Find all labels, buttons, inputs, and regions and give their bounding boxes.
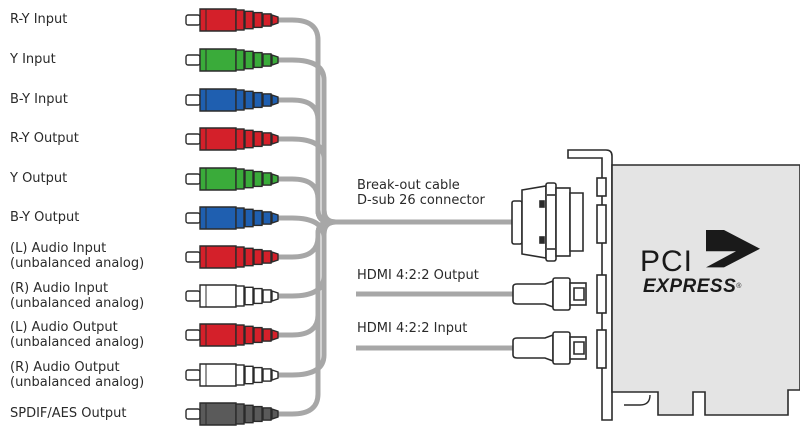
- rca-connector-11: [185, 402, 279, 426]
- connector-label-line: B-Y Input: [10, 92, 68, 107]
- express-logo-text: EXPRESS®: [643, 277, 742, 297]
- connector-label-8: (R) Audio Input(unbalanced analog): [10, 281, 144, 311]
- connector-label-5: Y Output: [10, 171, 67, 186]
- breakout-cable-bundle: [273, 17, 339, 417]
- connector-label-line: (L) Audio Input: [10, 241, 107, 256]
- connector-label-line: (R) Audio Output: [10, 360, 120, 375]
- hdmi-output-plug: [512, 277, 587, 311]
- rca-connector-10: [185, 363, 279, 387]
- dsub-26-connector: [511, 182, 584, 262]
- connector-label-line: R-Y Input: [10, 12, 68, 27]
- rca-connector-1: [185, 8, 279, 32]
- rca-connector-5: [185, 167, 279, 191]
- registered-mark: ®: [736, 283, 742, 290]
- connector-label-6: B-Y Output: [10, 210, 79, 225]
- breakout-cable-line-2: D-sub 26 connector: [357, 193, 485, 208]
- rca-connector-6: [185, 206, 279, 230]
- connector-label-line: (unbalanced analog): [10, 335, 145, 350]
- connector-label-line: B-Y Output: [10, 210, 80, 225]
- connector-label-line: R-Y Output: [10, 131, 79, 146]
- connector-label-4: R-Y Output: [10, 131, 79, 146]
- connector-label-9: (L) Audio Output(unbalanced analog): [10, 320, 144, 350]
- connector-label-line: (unbalanced analog): [10, 375, 145, 390]
- hdmi-output-label: HDMI 4:2:2 Output: [357, 268, 479, 283]
- rca-connector-3: [185, 88, 279, 112]
- connector-label-line: (R) Audio Input: [10, 281, 109, 296]
- connector-label-line: (unbalanced analog): [10, 296, 145, 311]
- pci-express-logo: PCI EXPRESS®: [640, 247, 780, 299]
- connector-label-11: SPDIF/AES Output: [10, 406, 126, 421]
- connector-label-1: R-Y Input: [10, 12, 67, 27]
- rca-connector-8: [185, 284, 279, 308]
- pci-express-chevron-icon: [706, 230, 760, 268]
- hdmi-input-plug: [512, 331, 587, 365]
- breakout-cable-label: Break-out cable D-sub 26 connector: [357, 178, 485, 208]
- express-word: EXPRESS: [643, 276, 737, 297]
- rca-connector-2: [185, 48, 279, 72]
- connector-label-line: SPDIF/AES Output: [10, 406, 127, 421]
- card-bracket: [567, 149, 613, 421]
- connector-label-line: Y Input: [10, 52, 56, 67]
- connector-label-line: Y Output: [10, 171, 68, 186]
- pcie-card: [611, 164, 800, 416]
- rca-connector-9: [185, 323, 279, 347]
- pci-logo-text: PCI: [640, 245, 694, 278]
- connector-label-line: (L) Audio Output: [10, 320, 118, 335]
- rca-connectors: [185, 8, 279, 426]
- breakout-cable-line-1: Break-out cable: [357, 178, 460, 193]
- connector-label-line: (unbalanced analog): [10, 256, 145, 271]
- rca-connector-4: [185, 127, 279, 151]
- connector-label-10: (R) Audio Output(unbalanced analog): [10, 360, 144, 390]
- rca-connector-7: [185, 245, 279, 269]
- connector-label-3: B-Y Input: [10, 92, 68, 107]
- connector-label-2: Y Input: [10, 52, 56, 67]
- connector-label-7: (L) Audio Input(unbalanced analog): [10, 241, 144, 271]
- hdmi-input-label: HDMI 4:2:2 Input: [357, 321, 468, 336]
- bundle-cable-11: [273, 219, 333, 417]
